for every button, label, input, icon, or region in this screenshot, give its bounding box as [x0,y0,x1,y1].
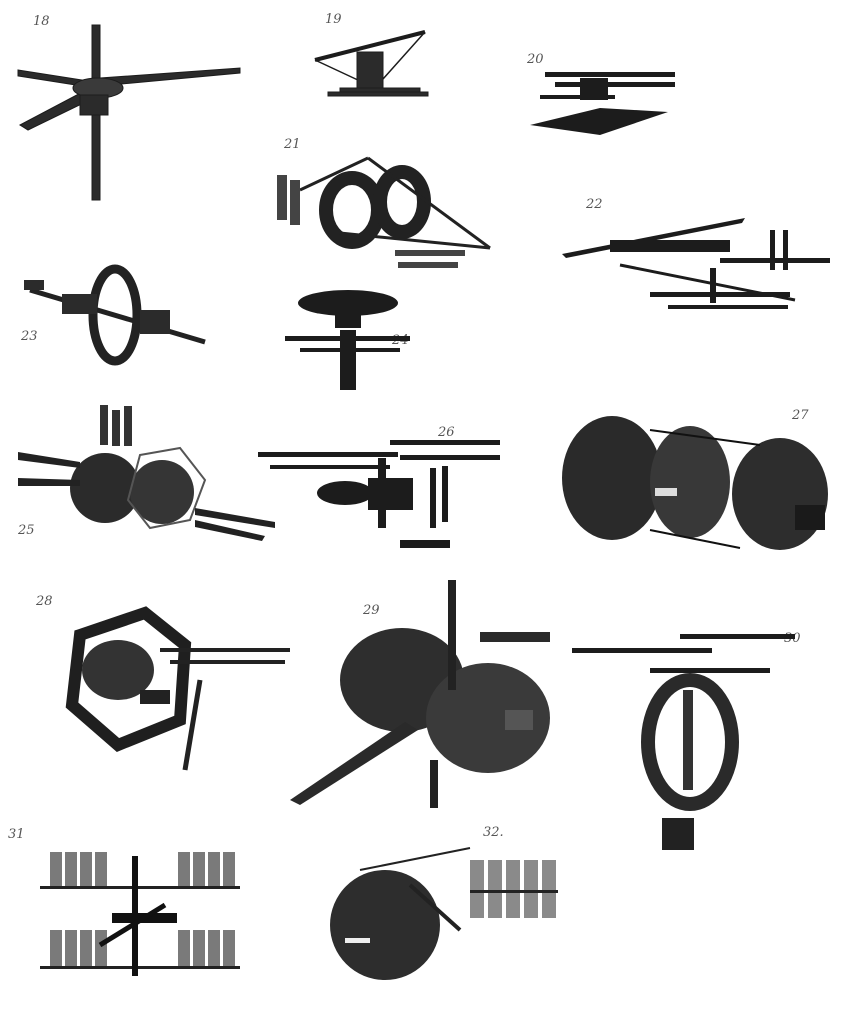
station-sketch-29 [290,580,550,808]
sketch-number-18: 18 [33,14,50,29]
station-sketch-22 [562,218,830,309]
sketch-number-32: 32. [483,825,504,840]
sketch-number-25: 25 [18,523,35,538]
sketch-number-29: 29 [363,603,380,618]
sketch-number-19: 19 [325,12,342,27]
sketch-number-22: 22 [586,197,603,212]
station-sketch-27 [562,416,828,550]
sketch-number-27: 27 [792,408,809,423]
sketch-number-31: 31 [8,827,25,842]
station-sketch-30 [572,634,795,850]
station-sketch-19 [314,30,429,97]
station-sketch-28 [65,606,290,771]
station-sketch-26 [258,440,500,548]
sketch-number-28: 28 [36,594,53,609]
sketch-number-23: 23 [21,329,38,344]
station-sketch-32 [330,847,558,980]
sketch-number-20: 20 [527,52,544,67]
station-sketch-21 [277,156,491,268]
station-sketch-31 [40,852,240,976]
station-sketch-23 [24,264,206,366]
sketch-number-21: 21 [284,137,301,152]
station-sketch-25 [18,405,275,541]
station-sketch-20 [530,72,675,135]
station-sketch-18 [17,24,241,201]
station-sketch-24 [285,290,410,390]
sketch-number-26: 26 [438,425,455,440]
